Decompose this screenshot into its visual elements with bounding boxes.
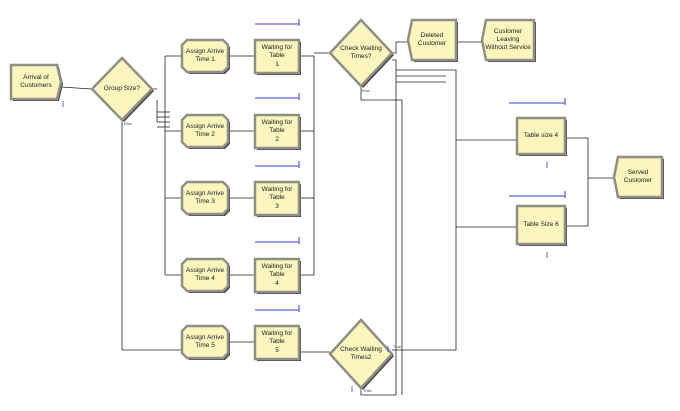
assign-4-label: Assign Arrive Time 4 <box>186 266 224 282</box>
assign-2-shape <box>180 113 230 149</box>
table-4-shape <box>515 116 567 156</box>
assign-1-label: Assign Arrive Time 1 <box>186 47 224 63</box>
wait-1-label: Waiting for Table 1 <box>261 44 293 68</box>
customer-leaving-dispose[interactable]: Customer Leaving Without Service <box>482 20 534 60</box>
check-2-diamond <box>328 318 394 390</box>
waiting-for-table-3[interactable]: Waiting for Table 3 <box>255 182 299 215</box>
check-1-diamond <box>328 18 394 88</box>
check2-else-tag: Else <box>364 388 372 393</box>
assign-3-label: Assign Arrive Time 3 <box>186 189 224 205</box>
connector-28 <box>396 69 517 141</box>
waiting-for-table-2[interactable]: Waiting for Table 2 <box>255 115 299 148</box>
arrival-label: Arrival of Customers <box>20 73 52 89</box>
check-waiting-times-decision[interactable]: Check Waiting Times? <box>330 20 392 86</box>
assign-arrive-time-1[interactable]: Assign Arrive Time 1 <box>182 40 228 72</box>
wait-2-shape <box>253 113 301 150</box>
table-6-shape <box>515 204 567 246</box>
group-size-decision[interactable]: Group Size? <box>92 58 152 120</box>
assign-3-shape <box>180 180 230 216</box>
assign-5-label: Assign Arrive Time 5 <box>186 333 224 349</box>
check-1-label: Check Waiting Times? <box>340 44 382 60</box>
waiting-for-table-1[interactable]: Waiting for Table 1 <box>255 40 299 73</box>
assign-arrive-time-2[interactable]: Assign Arrive Time 2 <box>182 115 228 147</box>
wait-2-label: Waiting for Table 2 <box>261 119 293 143</box>
assign-4-shape <box>180 257 230 293</box>
connector-27 <box>360 86 403 395</box>
table-size-4-process[interactable]: Table size 4 <box>517 118 565 154</box>
wait-4-shape <box>253 257 301 294</box>
deleted-label: Deleted Customer <box>417 31 447 47</box>
assign-arrive-time-5[interactable]: Assign Arrive Time 5 <box>182 326 228 358</box>
connector-13 <box>121 120 182 351</box>
check2-true-tag: True <box>393 344 402 349</box>
connector-26 <box>360 59 397 396</box>
connector-34 <box>565 178 589 227</box>
check1-else-tag: Else <box>362 88 370 93</box>
connector-1 <box>60 86 93 90</box>
leaving-label: Customer Leaving Without Service <box>485 27 531 52</box>
wait-1-shape <box>253 38 301 75</box>
waiting-for-table-5[interactable]: Waiting for Table 5 <box>255 326 299 359</box>
waiting-for-table-4[interactable]: Waiting for Table 4 <box>255 259 299 292</box>
leaving-shape <box>480 18 536 62</box>
connector-29 <box>392 140 457 351</box>
wait-5-label: Waiting for Table 5 <box>261 330 293 354</box>
assign-arrive-time-4[interactable]: Assign Arrive Time 4 <box>182 259 228 291</box>
wait-3-label: Waiting for Table 3 <box>261 186 293 210</box>
check-2-label: Check Waiting Times2 <box>340 345 382 361</box>
connector-19 <box>299 55 315 276</box>
served-customer-dispose[interactable]: Served Customer <box>614 157 662 197</box>
group-size-label: Group Size? <box>103 84 141 92</box>
wait-4-label: Waiting for Table 4 <box>261 263 293 287</box>
assign-2-label: Assign Arrive Time 2 <box>186 122 224 138</box>
group-else-tag: Else <box>124 121 132 126</box>
deleted-customer-dispose[interactable]: Deleted Customer <box>408 20 456 60</box>
served-label: Served Customer <box>623 168 653 184</box>
deleted-shape <box>406 18 458 62</box>
wait-5-shape <box>253 324 301 361</box>
check-waiting-times-2-decision[interactable]: Check Waiting Times2 <box>330 320 392 388</box>
served-shape <box>612 155 664 199</box>
group-size-diamond <box>90 56 154 122</box>
assign-5-shape <box>180 324 230 360</box>
arrival-shape <box>9 63 63 101</box>
table-4-label: Table size 4 <box>523 131 559 139</box>
wait-3-shape <box>253 180 301 217</box>
connector-33 <box>565 137 614 179</box>
connector-24 <box>392 41 408 54</box>
table-size-6-process[interactable]: Table Size 6 <box>517 206 565 244</box>
assign-arrive-time-3[interactable]: Assign Arrive Time 3 <box>182 182 228 214</box>
assign-1-shape <box>180 38 230 74</box>
arrival-module[interactable]: Arrival of Customers <box>11 65 61 99</box>
table-6-label: Table Size 6 <box>523 220 559 228</box>
